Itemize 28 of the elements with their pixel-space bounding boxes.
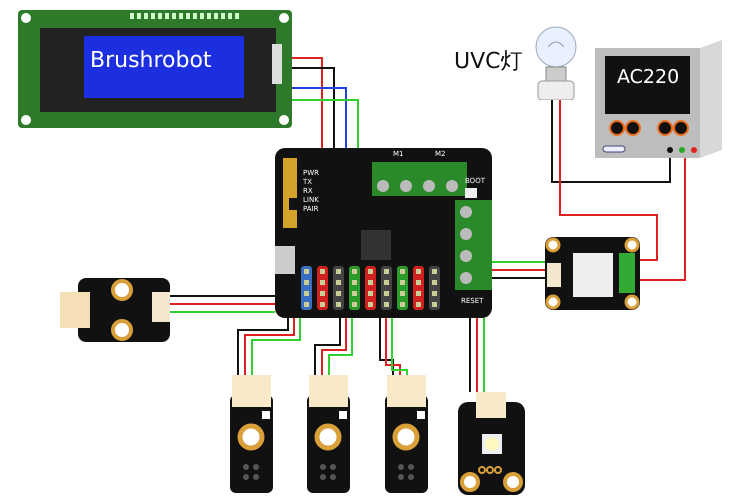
wire: [170, 311, 275, 313]
wire: [551, 100, 671, 183]
wire: [292, 57, 323, 148]
wire: [292, 87, 347, 148]
wire: [170, 303, 275, 305]
wire: [321, 318, 347, 375]
wire: [292, 99, 359, 148]
wire: [328, 318, 353, 375]
wire: [476, 318, 478, 392]
wire: [314, 318, 341, 375]
wire: [244, 318, 295, 375]
wire: [237, 318, 289, 375]
wire: [492, 277, 545, 279]
wire: [379, 318, 394, 375]
wire: [251, 318, 301, 375]
wire: [385, 318, 401, 375]
display-text: AC220: [617, 68, 680, 87]
display-text: Brushrobot: [90, 50, 212, 72]
wire: [492, 261, 545, 263]
wire: [640, 158, 686, 281]
wire: [391, 318, 408, 375]
wire: [492, 269, 545, 271]
wire: [483, 318, 485, 392]
wire: [170, 295, 275, 297]
lamp-label: UVC灯: [454, 51, 523, 73]
wire: [469, 318, 471, 392]
wire: [292, 67, 335, 148]
wire: [559, 100, 658, 261]
